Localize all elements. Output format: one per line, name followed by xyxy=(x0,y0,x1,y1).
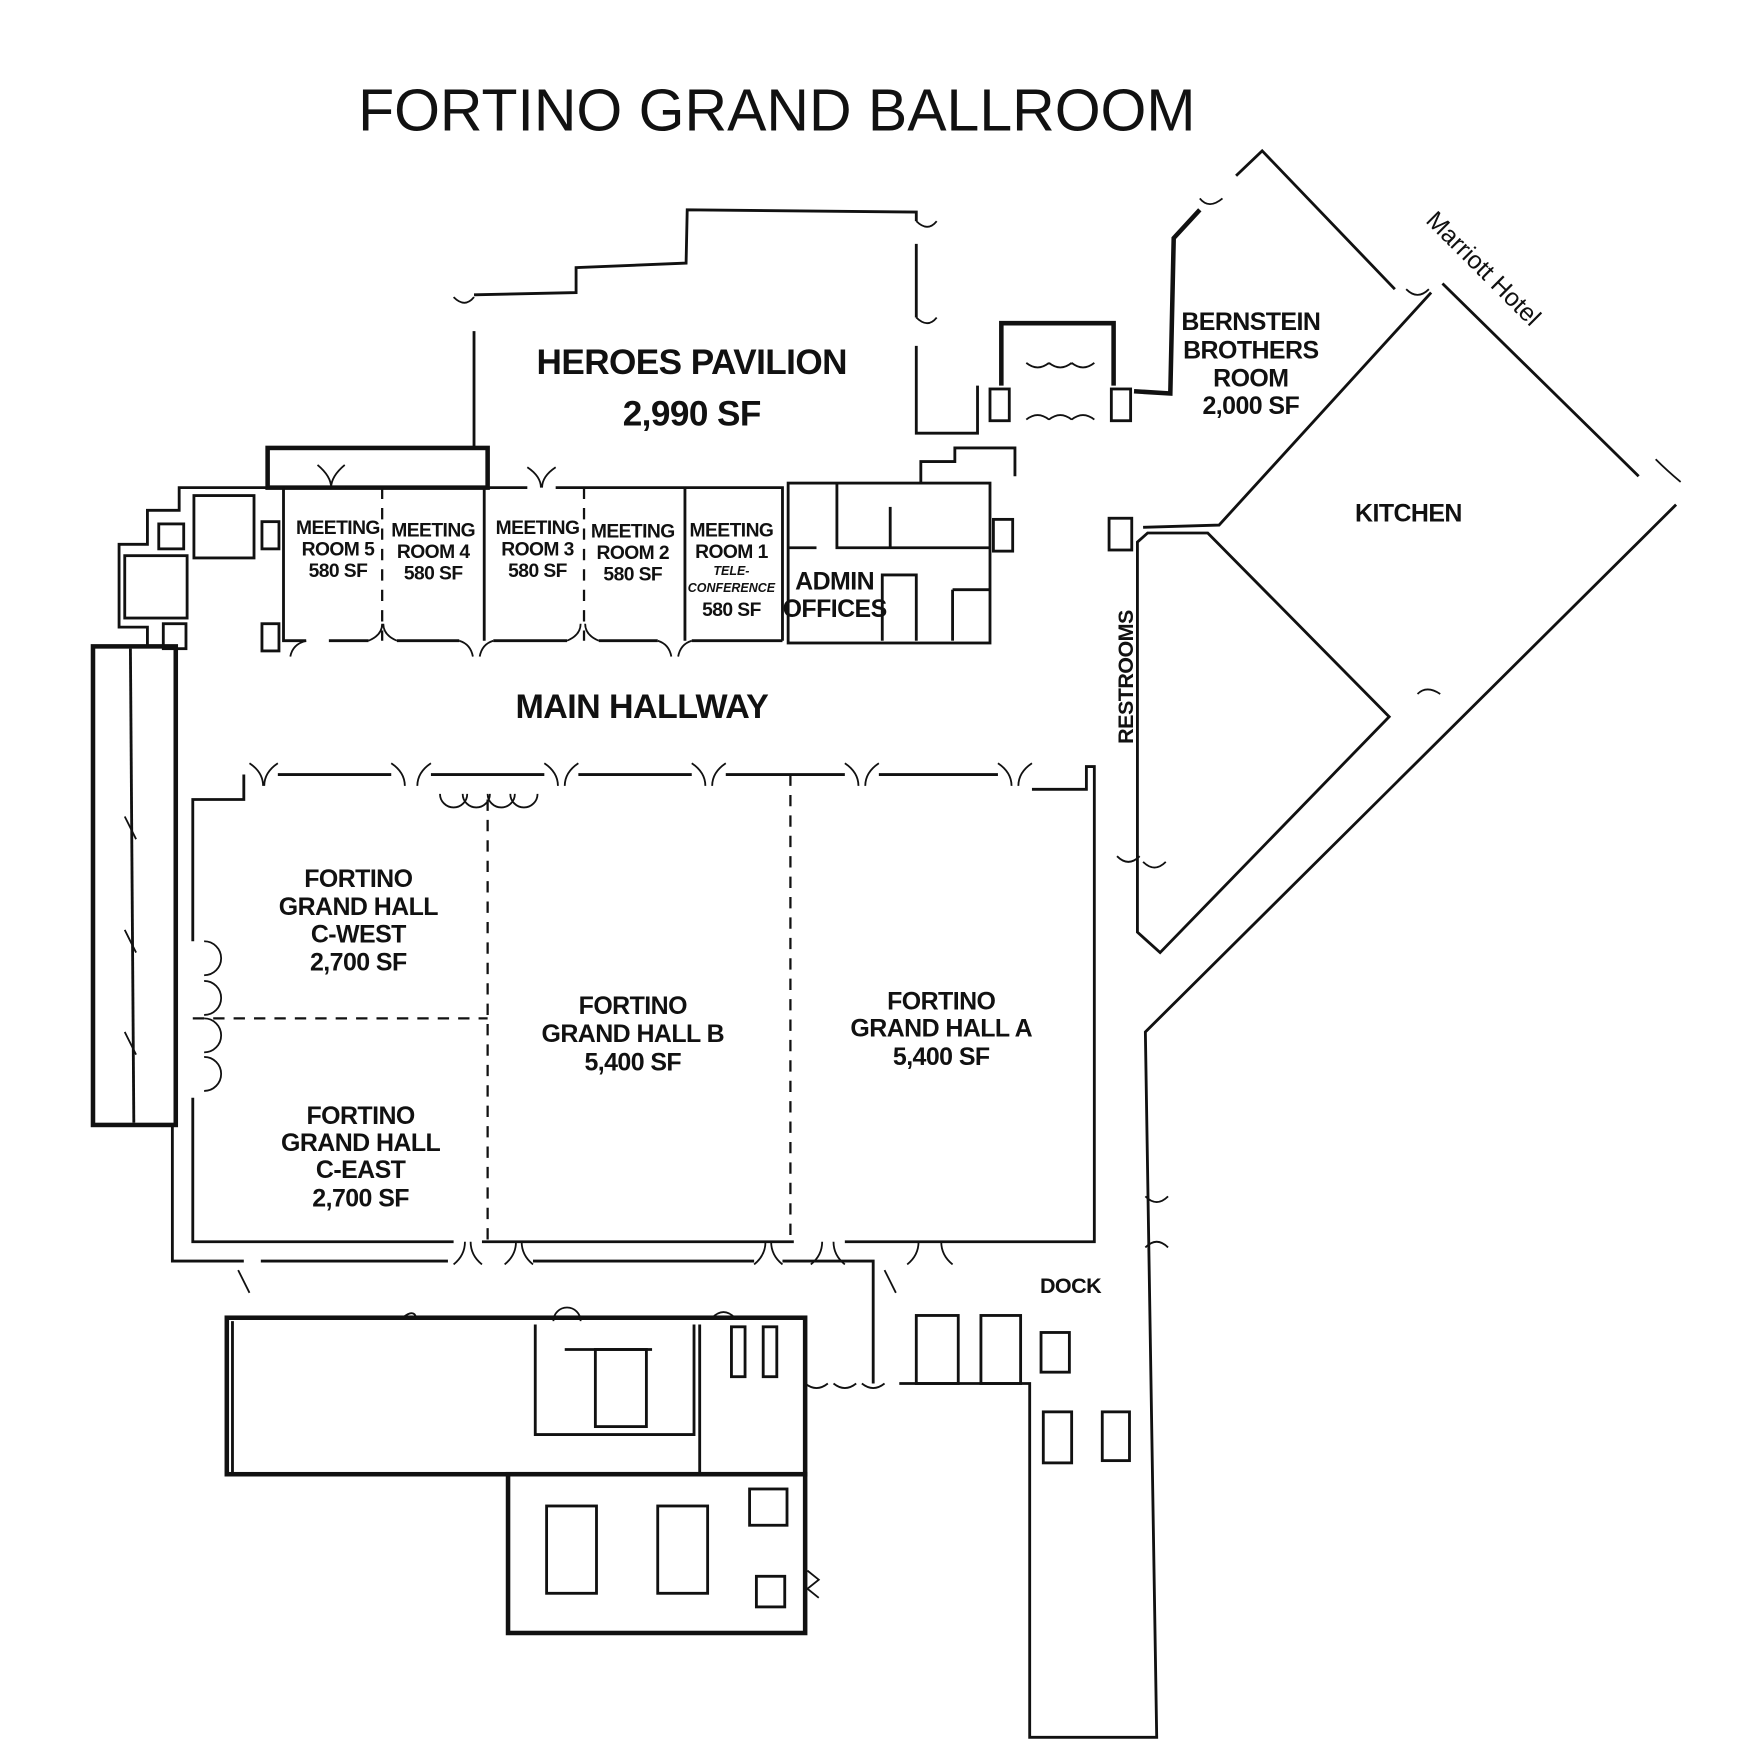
room-name: GRAND HALL A xyxy=(850,1014,1032,1042)
room-area: 2,700 SF xyxy=(310,949,407,977)
admin-offices: ADMIN OFFICES xyxy=(783,568,888,623)
room-name: FORTINO xyxy=(304,865,412,893)
room-name: ROOM 5 xyxy=(302,540,375,561)
room-name: GRAND HALL B xyxy=(542,1020,725,1048)
room-area: 5,400 SF xyxy=(584,1049,681,1077)
walls-west xyxy=(90,486,281,1128)
meeting-rooms-block xyxy=(265,445,1015,645)
room-name: ROOM 1 xyxy=(695,542,768,563)
room-name: ADMIN xyxy=(795,568,874,596)
dock-label: DOCK xyxy=(1040,1274,1102,1298)
room-name: FORTINO xyxy=(887,987,995,1015)
room-area: 580 SF xyxy=(404,563,464,584)
room-name: GRAND HALL xyxy=(279,893,439,921)
room-note: CONFERENCE xyxy=(688,581,776,595)
room-area: 580 SF xyxy=(508,561,568,582)
meeting-room-5: MEETING ROOM 5 580 SF xyxy=(296,518,380,582)
room-name: C-EAST xyxy=(316,1156,406,1184)
restrooms-label: RESTROOMS xyxy=(1114,610,1138,744)
room-name: FORTINO xyxy=(579,992,687,1020)
room-name: ROOM 2 xyxy=(596,543,669,564)
room-area: 5,400 SF xyxy=(893,1043,990,1071)
meeting-room-2: MEETING ROOM 2 580 SF xyxy=(591,522,675,586)
room-name: ROOM 4 xyxy=(397,542,470,563)
marriott-hotel-label: Marriott Hotel xyxy=(1420,206,1546,332)
room-name: BROTHERS xyxy=(1183,336,1318,364)
grand-hall-c-east: FORTINO GRAND HALL C-EAST 2,700 SF xyxy=(281,1102,441,1213)
room-name: MEETING xyxy=(496,518,580,539)
room-bernstein-brothers: BERNSTEIN BROTHERS ROOM 2,000 SF xyxy=(1181,308,1321,420)
grand-hall-c-west: FORTINO GRAND HALL C-WEST 2,700 SF xyxy=(279,865,439,977)
walls-north xyxy=(472,148,1396,482)
room-kitchen: KITCHEN xyxy=(1355,500,1462,528)
grand-hall-b: FORTINO GRAND HALL B 5,400 SF xyxy=(542,992,725,1077)
room-name: MEETING xyxy=(690,520,774,541)
meeting-room-4: MEETING ROOM 4 580 SF xyxy=(391,520,475,584)
room-name: HEROES PAVILION xyxy=(537,343,847,382)
room-area: 580 SF xyxy=(702,600,762,621)
door-swings xyxy=(123,197,1682,1599)
room-area: 2,000 SF xyxy=(1202,392,1299,420)
room-name: MEETING xyxy=(591,522,675,543)
room-name: C-WEST xyxy=(311,920,406,948)
room-area: 2,990 SF xyxy=(623,394,761,433)
room-name: ROOM xyxy=(1213,365,1288,393)
meeting-room-3: MEETING ROOM 3 580 SF xyxy=(496,518,580,582)
room-name: BERNSTEIN xyxy=(1181,308,1320,336)
walls-south xyxy=(170,503,1678,1739)
room-heroes-pavilion: HEROES PAVILION 2,990 SF xyxy=(537,343,848,433)
grand-halls xyxy=(191,765,1096,1244)
room-name: MEETING xyxy=(391,520,475,541)
room-name: ROOM 3 xyxy=(501,540,574,561)
main-hallway-label: MAIN HALLWAY xyxy=(515,688,769,726)
meeting-room-1: MEETING ROOM 1 TELE- CONFERENCE 580 SF xyxy=(688,520,776,620)
room-area: 2,700 SF xyxy=(312,1185,409,1213)
plan-title: FORTINO GRAND BALLROOM xyxy=(358,78,1195,143)
room-name: GRAND HALL xyxy=(281,1129,441,1157)
room-name: OFFICES xyxy=(783,595,887,623)
room-area: 580 SF xyxy=(309,561,369,582)
grand-hall-a: FORTINO GRAND HALL A 5,400 SF xyxy=(850,987,1033,1071)
room-name: FORTINO xyxy=(306,1102,414,1130)
walls-east xyxy=(1107,282,1640,955)
room-note: TELE- xyxy=(713,564,749,578)
room-name: MEETING xyxy=(296,518,380,539)
room-area: 580 SF xyxy=(603,565,663,586)
